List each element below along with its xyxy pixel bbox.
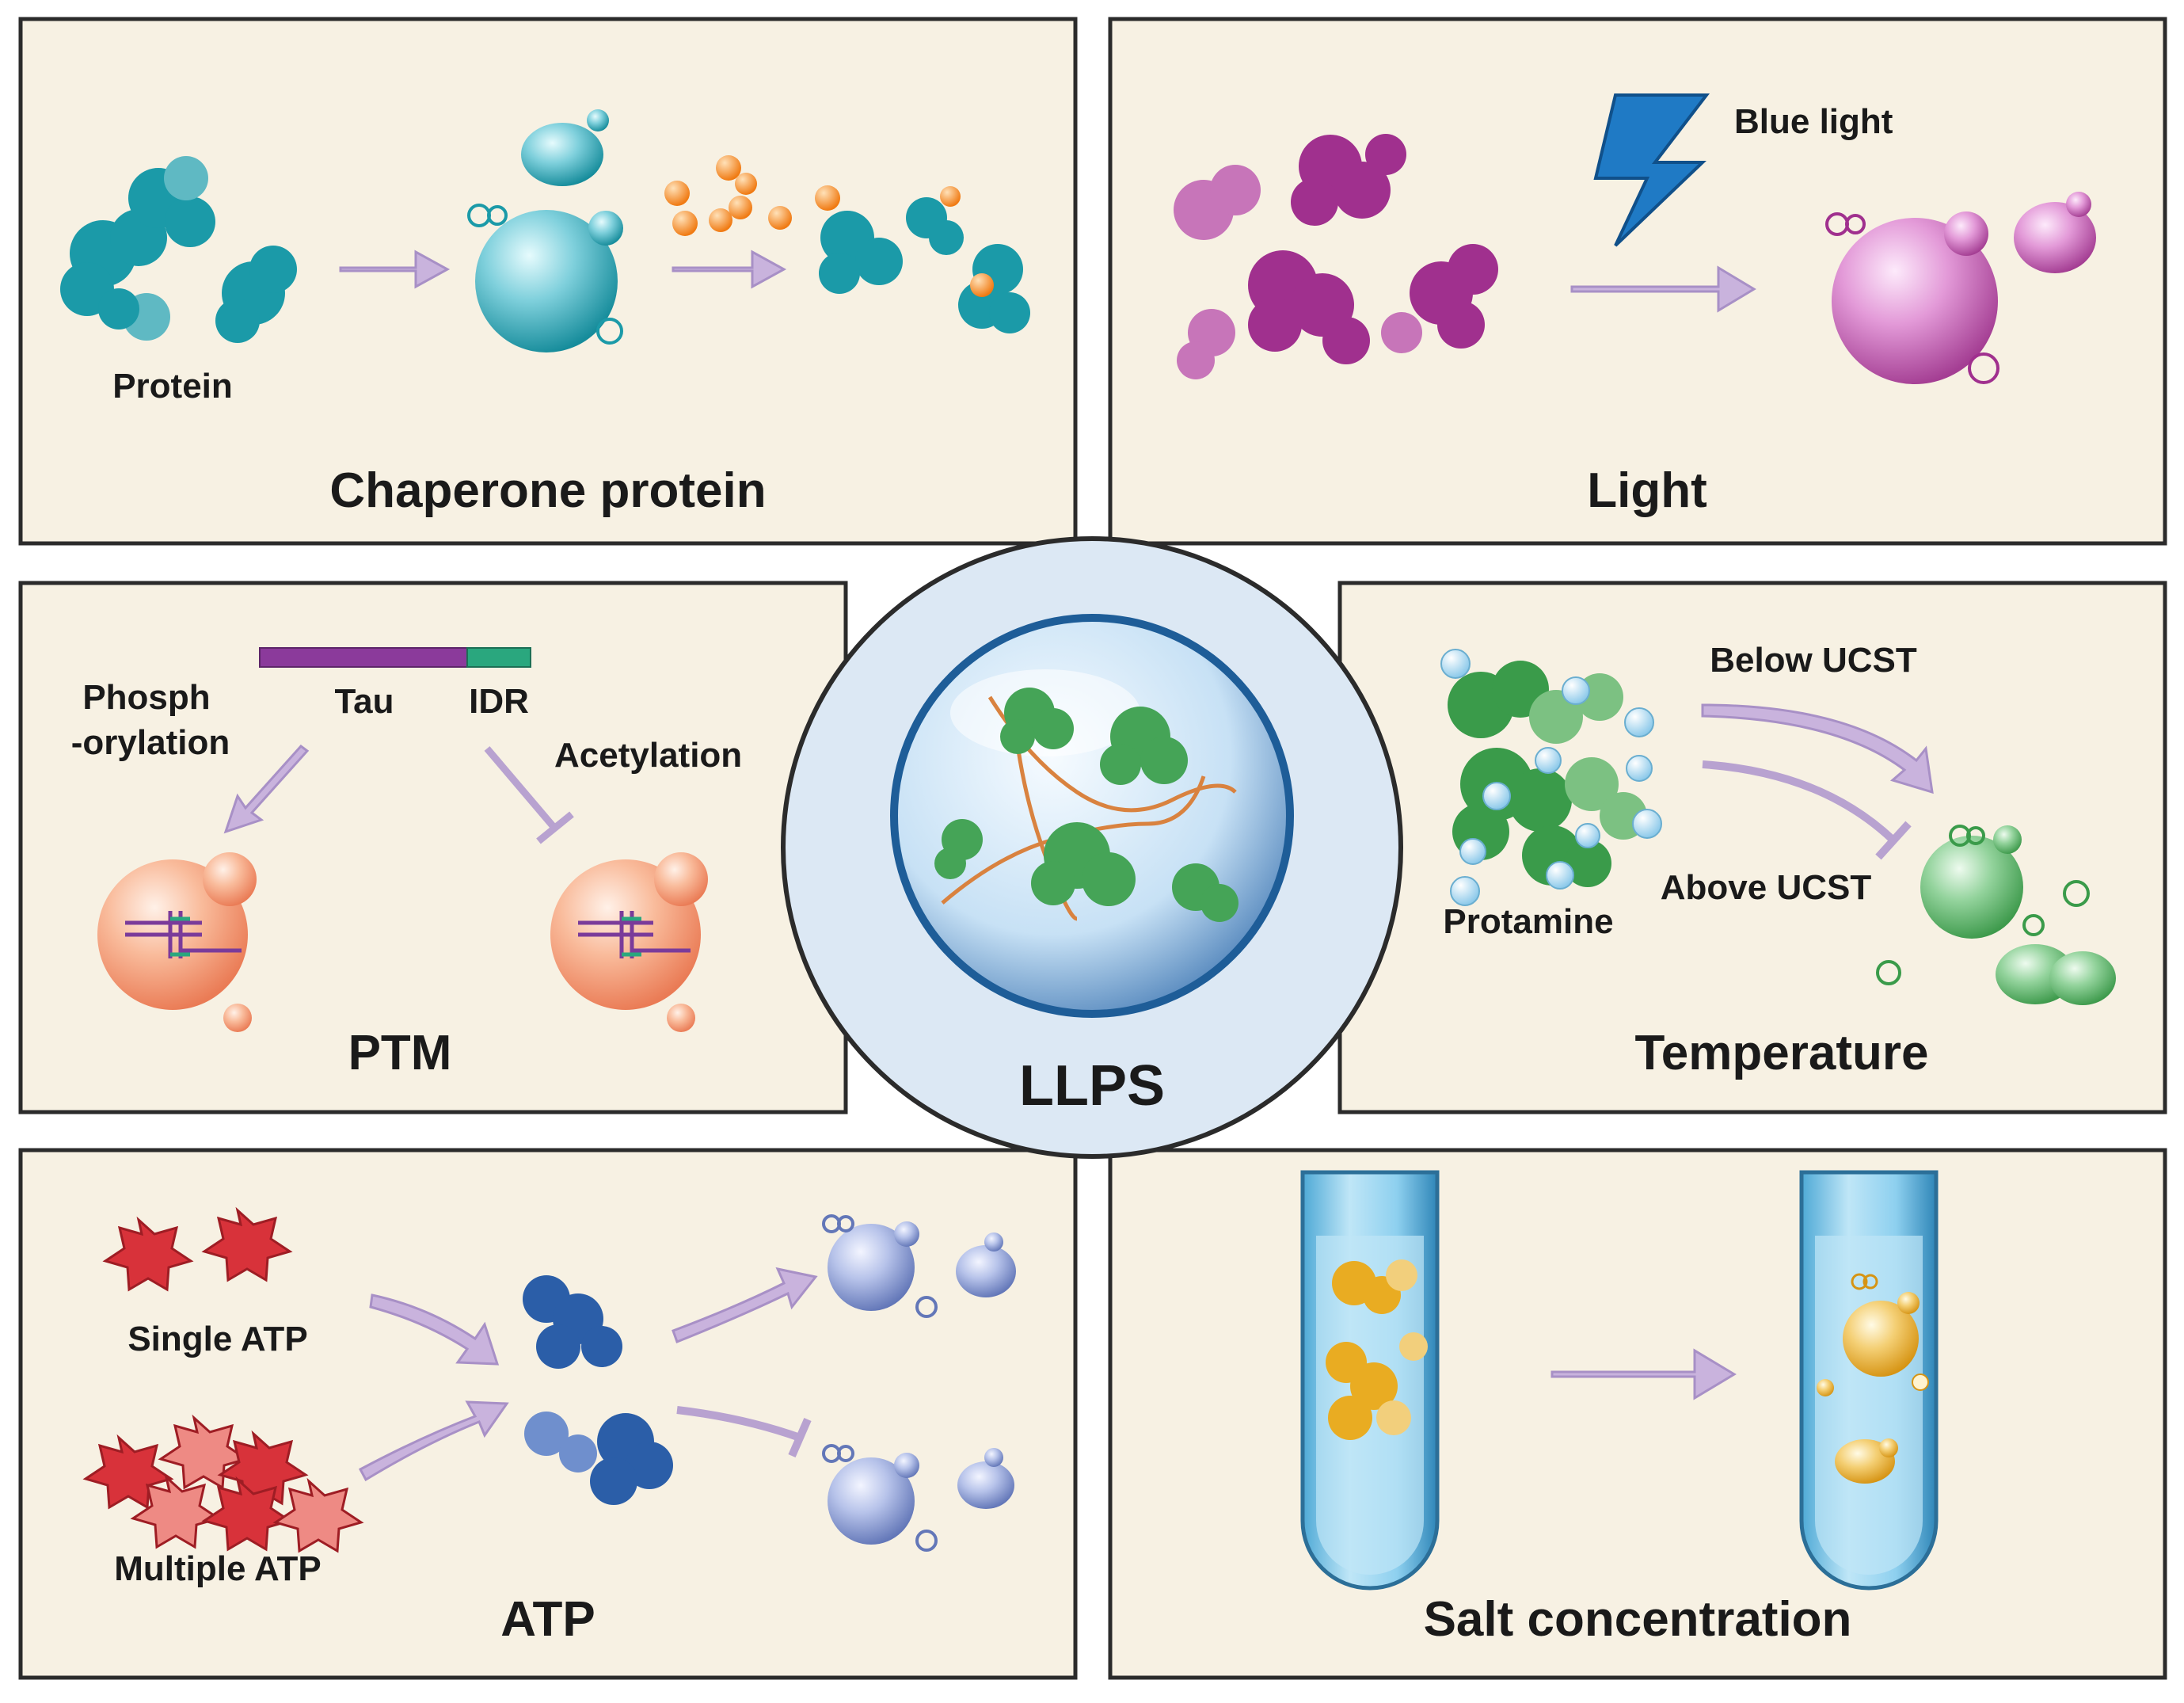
blue-droplets-bottom [822, 1444, 1014, 1552]
idr-label: IDR [469, 682, 529, 721]
ptm-content: Tau IDR Phosph -orylation Acetylation PT… [71, 647, 742, 1080]
inhibit-above-ucst [1702, 760, 1912, 860]
salt-content: Salt concentration [1300, 1170, 1939, 1647]
atp-title: ATP [500, 1592, 595, 1647]
arrow-to-dissolved [672, 250, 787, 289]
panel-ptm [18, 581, 848, 1114]
protein-aggregate-magenta [1174, 134, 1498, 379]
test-tube-left [1300, 1170, 1440, 1591]
llps-label: LLPS [1019, 1054, 1165, 1118]
test-tube-right [1799, 1170, 1939, 1591]
green-droplet-group [1876, 825, 2116, 1005]
arrow-multiple-atp [358, 1400, 509, 1482]
orange-droplet-left [97, 852, 257, 1032]
above-ucst-label: Above UCST [1661, 868, 1872, 907]
blue-light-label: Blue light [1734, 102, 1893, 141]
green-droplet [1920, 836, 2023, 939]
inhibit-acetylation [484, 746, 574, 844]
salt-title: Salt concentration [1424, 1592, 1852, 1647]
protein-aggregate-teal [60, 156, 297, 343]
light-content: Blue light Light [1174, 93, 2096, 518]
arrow-single-atp [369, 1293, 500, 1366]
chaperone-balls [664, 155, 792, 236]
arrow-phosphorylation [223, 744, 310, 834]
teal-droplet-group [467, 109, 623, 352]
below-ucst-label: Below UCST [1710, 641, 1917, 680]
protamine-label: Protamine [1443, 902, 1613, 941]
multiple-atp-label: Multiple ATP [114, 1549, 322, 1588]
idr-bar [466, 647, 531, 668]
phosph-label-line1: Phosph [82, 678, 210, 717]
arrow-below-ucst [1701, 703, 1934, 794]
tau-label: Tau [335, 682, 394, 721]
single-atp-stars [102, 1206, 293, 1292]
arrow-light [1570, 265, 1756, 313]
atp-content: Single ATP Multiple ATP [82, 1206, 1016, 1647]
protein-aggregate-blue [523, 1275, 673, 1505]
temperature-content: Protamine Below UCST Above UCST Temperat… [1440, 641, 2116, 1080]
llps-protein-clusters [934, 688, 1238, 922]
blue-droplets-top [822, 1214, 1016, 1318]
orange-droplet-right [550, 852, 708, 1032]
llps-center: LLPS [781, 536, 1403, 1159]
phosph-label-line2: -orylation [71, 723, 230, 762]
dissolved-protein-teal [815, 185, 1030, 333]
protamine-bubbles [1440, 649, 1662, 906]
chaperone-content: Protein Chaperone protein [60, 109, 1030, 518]
lightning-bolt-icon [1593, 93, 1710, 247]
yellow-aggregate [1326, 1259, 1428, 1440]
temperature-title: Temperature [1635, 1026, 1929, 1080]
arrow-salt [1550, 1348, 1737, 1400]
protein-label: Protein [112, 367, 233, 406]
light-title: Light [1587, 463, 1707, 518]
arrow-to-droplet [339, 250, 451, 289]
panel-salt [1108, 1148, 2167, 1680]
teal-droplet [475, 210, 618, 352]
chaperone-title: Chaperone protein [329, 463, 766, 518]
ptm-title: PTM [348, 1026, 452, 1080]
inhibit-multiple-atp [676, 1406, 812, 1457]
magenta-droplet [1832, 218, 1998, 384]
yellow-droplet [1843, 1301, 1919, 1377]
single-atp-label: Single ATP [127, 1320, 307, 1358]
multiple-atp-stars [82, 1414, 364, 1553]
tau-bar [259, 647, 468, 668]
magenta-droplet-group [1825, 192, 2096, 384]
acetylation-label: Acetylation [554, 736, 742, 775]
arrow-to-blue-droplets [672, 1267, 818, 1343]
